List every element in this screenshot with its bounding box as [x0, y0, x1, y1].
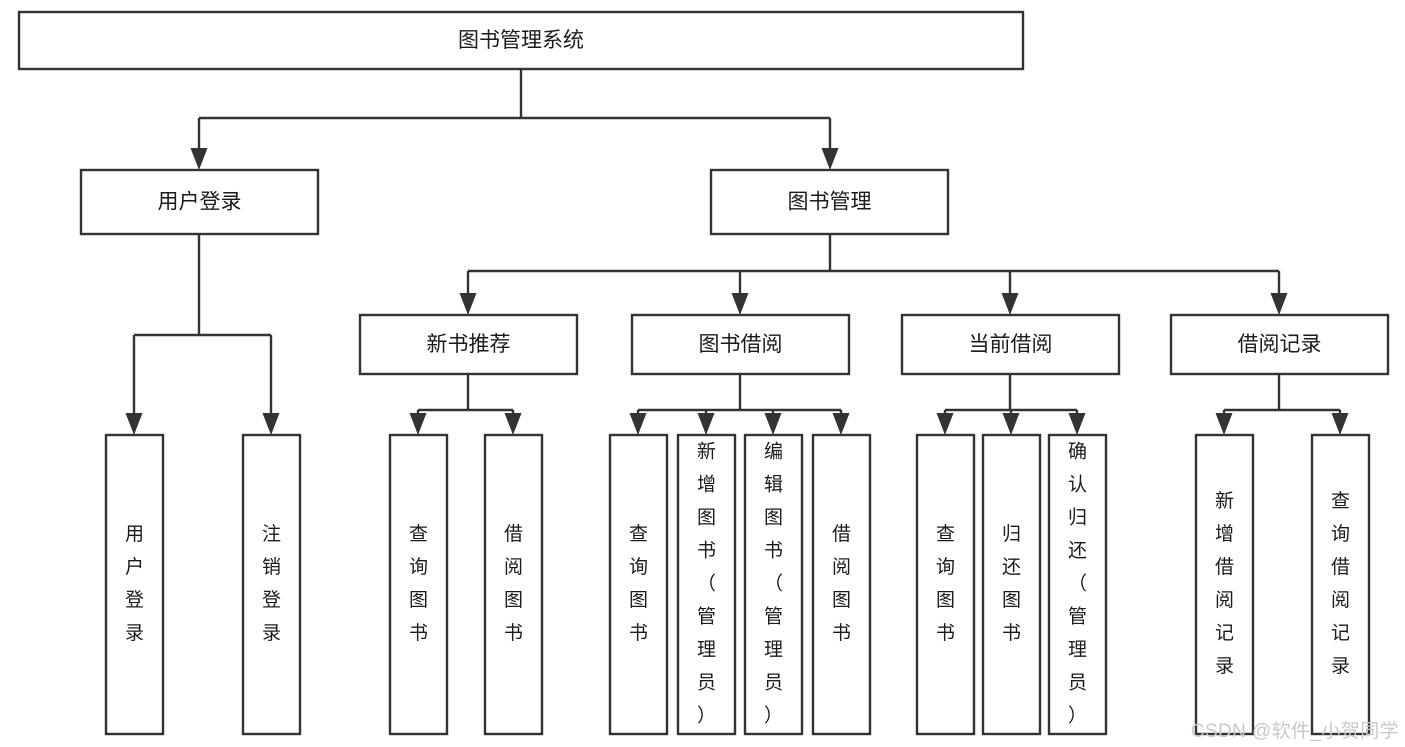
- node-user-login[interactable]: 用户登录: [79, 168, 320, 236]
- node-leaf-return-book[interactable]: 归还图书: [981, 433, 1042, 736]
- node-leaf-edit-book[interactable]: 编辑图书（管理员）: [743, 433, 804, 736]
- arrow-head-icon: [1002, 413, 1020, 435]
- node-leaf-query-book-2[interactable]: 查询图书: [608, 433, 669, 736]
- node-label: 图书借阅: [699, 333, 783, 356]
- node-label: 当前借阅: [969, 333, 1053, 356]
- node-leaf-user-login[interactable]: 用户登录: [104, 433, 165, 736]
- node-label: 借阅图书: [832, 523, 851, 644]
- arrow-head-icon: [262, 413, 280, 435]
- node-label: 图书管理: [788, 191, 872, 214]
- connector-group: [459, 234, 1288, 315]
- arrow-head-icon: [821, 148, 839, 170]
- node-leaf-borrow-book-2[interactable]: 借阅图书: [811, 433, 872, 736]
- arrow-head-icon: [697, 413, 715, 435]
- node-leaf-query-book-1[interactable]: 查询图书: [388, 433, 449, 736]
- connector-group: [409, 374, 522, 435]
- node-book-borrow[interactable]: 图书借阅: [630, 313, 851, 376]
- connector-group: [629, 374, 850, 435]
- connector-group: [936, 374, 1086, 435]
- node-label: 归还图书: [1002, 523, 1021, 644]
- arrow-head-icon: [629, 413, 647, 435]
- node-label: 新增借阅记录: [1215, 490, 1234, 677]
- node-label: 用户登录: [125, 524, 144, 644]
- node-borrow-record[interactable]: 借阅记录: [1169, 313, 1390, 376]
- node-label: 查询图书: [409, 523, 428, 644]
- node-label: 借阅记录: [1238, 333, 1322, 356]
- node-leaf-borrow-book-1[interactable]: 借阅图书: [483, 433, 544, 736]
- node-leaf-logout[interactable]: 注销登录: [241, 433, 302, 736]
- csdn-watermark: CSDN @软件_小贺同学: [1190, 721, 1399, 742]
- node-leaf-confirm-return[interactable]: 确认归还（管理员）: [1047, 433, 1108, 736]
- arrow-head-icon: [459, 293, 477, 315]
- connector-layer: [125, 69, 1349, 435]
- node-label: 用户登录: [158, 191, 242, 214]
- arrow-head-icon: [936, 413, 954, 435]
- arrow-head-icon: [1001, 293, 1019, 315]
- node-current-borrow[interactable]: 当前借阅: [900, 313, 1121, 376]
- node-label: 查询借阅记录: [1331, 490, 1350, 677]
- node-label: 查询图书: [936, 523, 955, 644]
- node-label: 借阅图书: [504, 523, 523, 644]
- node-leaf-query-book-3[interactable]: 查询图书: [915, 433, 976, 736]
- node-label: 注销登录: [262, 523, 281, 644]
- arrow-head-icon: [190, 148, 208, 170]
- node-leaf-query-record[interactable]: 查询借阅记录: [1310, 433, 1371, 736]
- node-label: 新书推荐: [427, 333, 511, 356]
- connector-group: [125, 234, 280, 435]
- node-label: 编辑图书（管理员）: [764, 441, 783, 727]
- arrow-head-icon: [1331, 413, 1349, 435]
- arrow-head-icon: [731, 293, 749, 315]
- node-new-book-recommend[interactable]: 新书推荐: [358, 313, 579, 376]
- arrow-head-icon: [1068, 413, 1086, 435]
- node-label: 新增图书（管理员）: [697, 441, 716, 727]
- node-leaf-add-record[interactable]: 新增借阅记录: [1194, 433, 1255, 736]
- connector-group: [1215, 374, 1349, 435]
- arrow-head-icon: [1270, 293, 1288, 315]
- arrow-head-icon: [409, 413, 427, 435]
- node-leaf-add-book[interactable]: 新增图书（管理员）: [676, 433, 737, 736]
- node-label: 查询图书: [629, 523, 648, 644]
- arrow-head-icon: [764, 413, 782, 435]
- node-layer: 图书管理系统用户登录图书管理新书推荐图书借阅当前借阅借阅记录用户登录注销登录查询…: [17, 10, 1390, 736]
- arrow-head-icon: [832, 413, 850, 435]
- arrow-head-icon: [1215, 413, 1233, 435]
- node-label: 图书管理系统: [458, 29, 584, 52]
- node-book-manage[interactable]: 图书管理: [709, 168, 950, 236]
- arrow-head-icon: [125, 413, 143, 435]
- arrow-head-icon: [504, 413, 522, 435]
- connector-group: [190, 69, 839, 170]
- node-root[interactable]: 图书管理系统: [17, 10, 1025, 71]
- node-label: 确认归还（管理员）: [1068, 441, 1087, 727]
